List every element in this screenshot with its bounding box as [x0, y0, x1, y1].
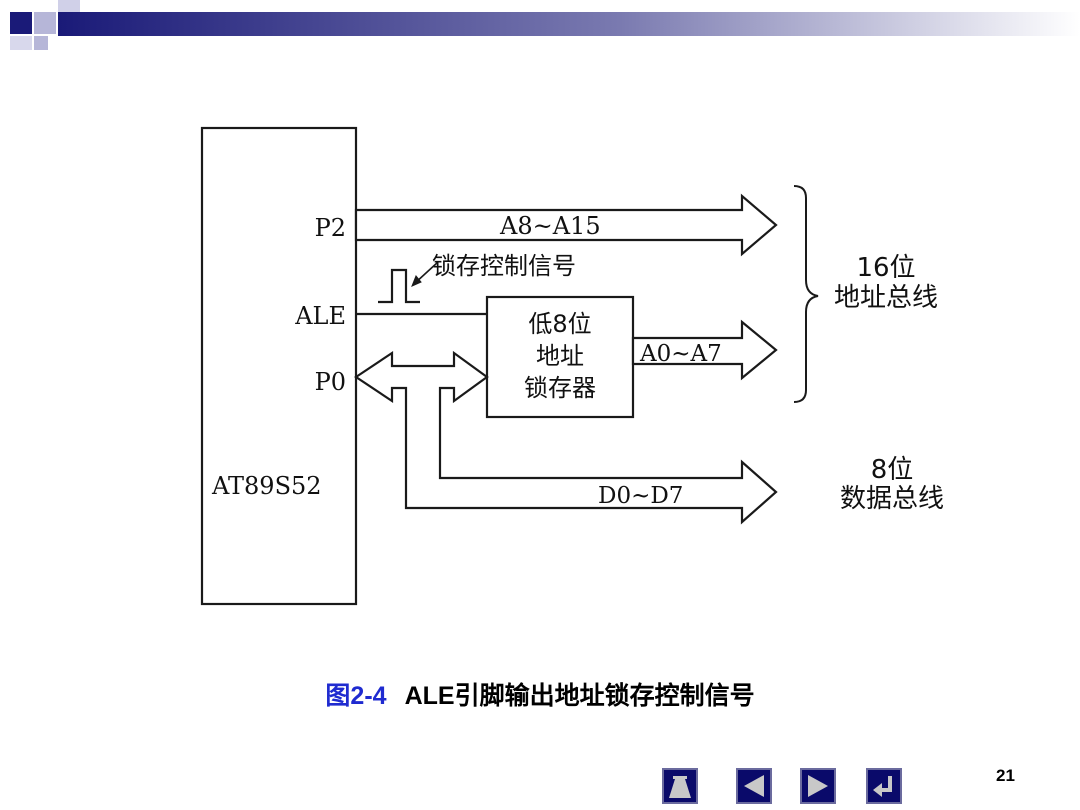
pulse-symbol [378, 268, 420, 304]
address-bus-brace [793, 185, 819, 403]
return-button[interactable] [866, 768, 902, 804]
prev-slide-button[interactable] [736, 768, 772, 804]
pin-p0-label: P0 [315, 368, 346, 396]
addr-bus-label-line-1: 16位 [856, 253, 915, 283]
figure-title: ALE引脚输出地址锁存控制信号 [404, 682, 755, 710]
pin-p2-label: P2 [315, 214, 346, 242]
latch-box-line-1: 低8位 [528, 310, 591, 338]
return-icon [870, 772, 898, 800]
latch-signal-label: 锁存控制信号 [432, 252, 576, 280]
bus-high-label: A8~A15 [499, 212, 601, 240]
pin-ale-label: ALE [294, 302, 346, 330]
chip-label: AT89S52 [211, 472, 322, 500]
bus-high-arrow [354, 193, 778, 257]
figure-caption: 图2-4 ALE引脚输出地址锁存控制信号 [0, 676, 1080, 712]
next-slide-button[interactable] [800, 768, 836, 804]
figure-number: 图2-4 [325, 682, 387, 710]
bus-low-arrow [631, 319, 778, 381]
home-button[interactable] [662, 768, 698, 804]
title-bar-decoration [0, 0, 1080, 50]
latch-box-line-3: 锁存器 [524, 374, 596, 402]
data-bus-label-line-1: 8位 [871, 455, 914, 485]
latch-box-line-2: 地址 [536, 342, 584, 370]
bus-data-label: D0~D7 [598, 483, 683, 509]
next-arrow-icon [804, 772, 832, 800]
bus-low-label: A0~A7 [639, 341, 722, 367]
addr-bus-label-line-2: 地址总线 [834, 283, 938, 313]
home-icon [666, 772, 694, 800]
page-number: 21 [996, 766, 1015, 785]
p0-data-arrow [354, 350, 778, 525]
prev-arrow-icon [740, 772, 768, 800]
chip-block [200, 126, 358, 606]
data-bus-label-line-2: 数据总线 [840, 484, 944, 514]
